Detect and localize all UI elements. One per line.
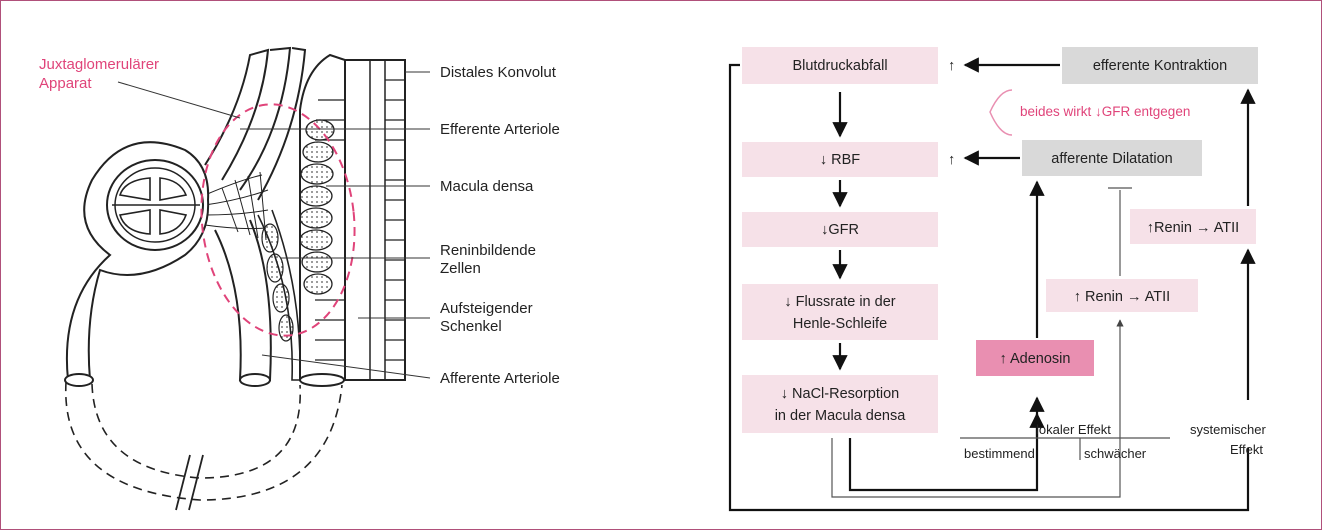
text-bestimmend: bestimmend [964,446,1035,461]
box-renin-mid [1046,279,1198,312]
text-adenosin: ↑ Adenosin [1000,351,1071,367]
text-systemischer-line2: Effekt [1230,442,1263,457]
label-ascending-line2: Schenkel [440,318,502,335]
flow-diagram [728,47,1258,512]
label-macula: Macula densa [440,178,534,195]
ascending-limb-drawing [299,53,346,381]
glomerulus-drawing [64,141,210,387]
text-blutdruck: Blutdruckabfall [792,58,887,74]
macula-densa-cells [299,119,335,295]
text-gfr: ↓GFR [821,222,859,238]
label-distal: Distales Konvolut [440,64,557,81]
text-nacl-line2: in der Macula densa [775,408,907,424]
text-afferente-dilatation: afferente Dilatation [1051,151,1172,167]
anatomy-drawing [64,46,431,511]
label-ascending-line1: Aufsteigender [440,300,533,317]
pink-bracket [989,89,1013,136]
efferent-arteriole-drawing [204,46,307,201]
label-renin-line2: Zellen [440,260,481,277]
leader-lines [117,71,431,379]
mesangial-network [204,171,269,241]
box-afferente-dilatation [1022,140,1202,176]
text-systemischer-line1: systemischer [1190,422,1267,437]
label-afferent: Afferente Arteriole [440,370,560,387]
jga-title-line2: Apparat [39,75,92,92]
text-renin-mid: ↑ Renin → ATII [1074,289,1170,305]
text-up-arrow-2: ↑ [948,152,955,168]
distal-tubule-drawing [345,59,406,381]
box-renin-right [1130,209,1256,244]
box-nacl [742,375,938,433]
box-gfr [742,212,938,247]
box-adenosin [976,340,1094,376]
text-lokaler: lokaler Effekt [1036,422,1111,437]
text-schwaecher: schwächer [1084,446,1147,461]
box-efferente-kontraktion [1062,47,1258,84]
loop-dashed [65,381,343,501]
jga-dashed-outline [200,103,356,337]
label-renin-line1: Reninbildende [440,242,536,259]
box-fluss [742,284,938,340]
text-fluss-line2: Henle-Schleife [793,316,887,332]
text-efferente-kontraktion: efferente Kontraktion [1093,58,1227,74]
text-beides: beides wirkt ↓GFR entgegen [1020,104,1190,119]
text-fluss-line1: ↓ Flussrate in der [784,294,895,310]
text-rbf: ↓ RBF [820,152,860,168]
text-up-arrow-1: ↑ [948,58,955,74]
box-blutdruck [742,47,938,84]
box-rbf [742,142,938,177]
text-nacl-line1: ↓ NaCl-Resorption [781,386,899,402]
label-efferent: Efferente Arteriole [440,121,560,138]
break-marks [175,454,204,511]
text-renin-right: ↑Renin → ATII [1147,220,1239,236]
afferent-arteriole-drawing [214,209,345,387]
jga-title-line1: Juxtaglomerulärer [39,56,159,73]
